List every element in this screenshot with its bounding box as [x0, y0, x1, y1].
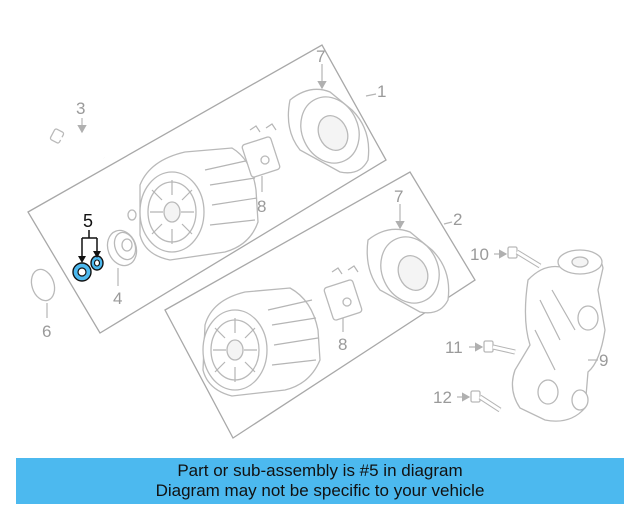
callout-5: 5	[83, 211, 93, 231]
nut-part-5[interactable]	[72, 255, 104, 282]
assembly-1-frame	[27, 44, 387, 334]
bracket-part-9[interactable]	[511, 249, 606, 422]
callout-7b: 7	[394, 187, 403, 206]
leader-5	[81, 230, 98, 258]
callout-3: 3	[76, 99, 85, 118]
callout-9: 9	[599, 351, 608, 370]
washer-part-6[interactable]	[28, 266, 59, 303]
leader-1	[365, 93, 377, 97]
regulator-part-8-a[interactable]	[241, 123, 281, 184]
callout-7a: 7	[316, 47, 325, 66]
pulley-part-4[interactable]	[103, 226, 142, 269]
regulator-part-8-b[interactable]	[323, 265, 363, 326]
callout-2: 2	[453, 210, 462, 229]
callout-10: 10	[470, 245, 489, 264]
alternator-1[interactable]	[139, 147, 259, 261]
parts-diagram: 3 6 5 4 8	[27, 44, 608, 439]
end-cover-part-7-a[interactable]	[287, 87, 370, 174]
banner-line-1: Part or sub-assembly is #5 in diagram	[177, 461, 463, 480]
callout-6: 6	[42, 322, 51, 341]
end-cover-part-7-b[interactable]	[366, 227, 450, 314]
callout-12: 12	[433, 388, 452, 407]
banner-line-2: Diagram may not be specific to your vehi…	[155, 481, 485, 500]
alternator-2[interactable]	[202, 287, 321, 397]
callout-4: 4	[113, 289, 122, 308]
bolt-part-12[interactable]	[470, 390, 502, 413]
assembly-2-frame	[164, 171, 476, 439]
callout-1: 1	[377, 82, 386, 101]
callout-8a: 8	[257, 197, 266, 216]
leader-5-arrows	[78, 251, 101, 263]
callout-8b: 8	[338, 335, 347, 354]
small-washer	[127, 209, 137, 221]
callout-11: 11	[445, 338, 463, 357]
info-banner: Part or sub-assembly is #5 in diagram Di…	[16, 458, 624, 504]
bolt-part-3[interactable]	[49, 128, 105, 160]
bolt-part-10[interactable]	[507, 246, 542, 269]
bolt-part-11[interactable]	[483, 340, 516, 355]
leader-2	[443, 221, 453, 225]
